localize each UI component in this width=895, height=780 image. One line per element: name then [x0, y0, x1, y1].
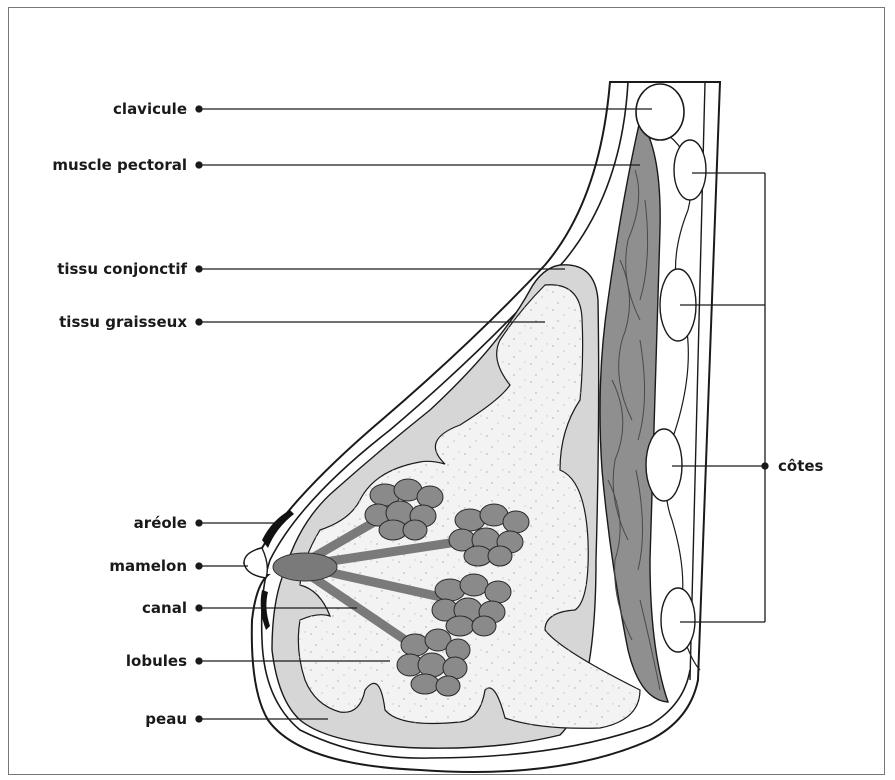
- label-clavicule: clavicule: [113, 100, 187, 118]
- rib-1: [674, 140, 706, 200]
- label-cotes: côtes: [778, 457, 823, 475]
- rib-3: [646, 429, 682, 501]
- label-tissu-graisseux: tissu graisseux: [59, 313, 187, 331]
- clavicle-bone: [636, 84, 684, 140]
- label-muscle-pectoral: muscle pectoral: [52, 156, 187, 174]
- label-lobules: lobules: [126, 652, 187, 670]
- rib-4: [661, 588, 695, 652]
- nipple: [244, 548, 267, 578]
- label-areole: aréole: [134, 514, 187, 532]
- label-canal: canal: [142, 599, 187, 617]
- duct-sinus: [273, 553, 337, 581]
- label-tissu-conjonctif: tissu conjonctif: [57, 260, 187, 278]
- label-mamelon: mamelon: [109, 557, 187, 575]
- label-peau: peau: [145, 710, 187, 728]
